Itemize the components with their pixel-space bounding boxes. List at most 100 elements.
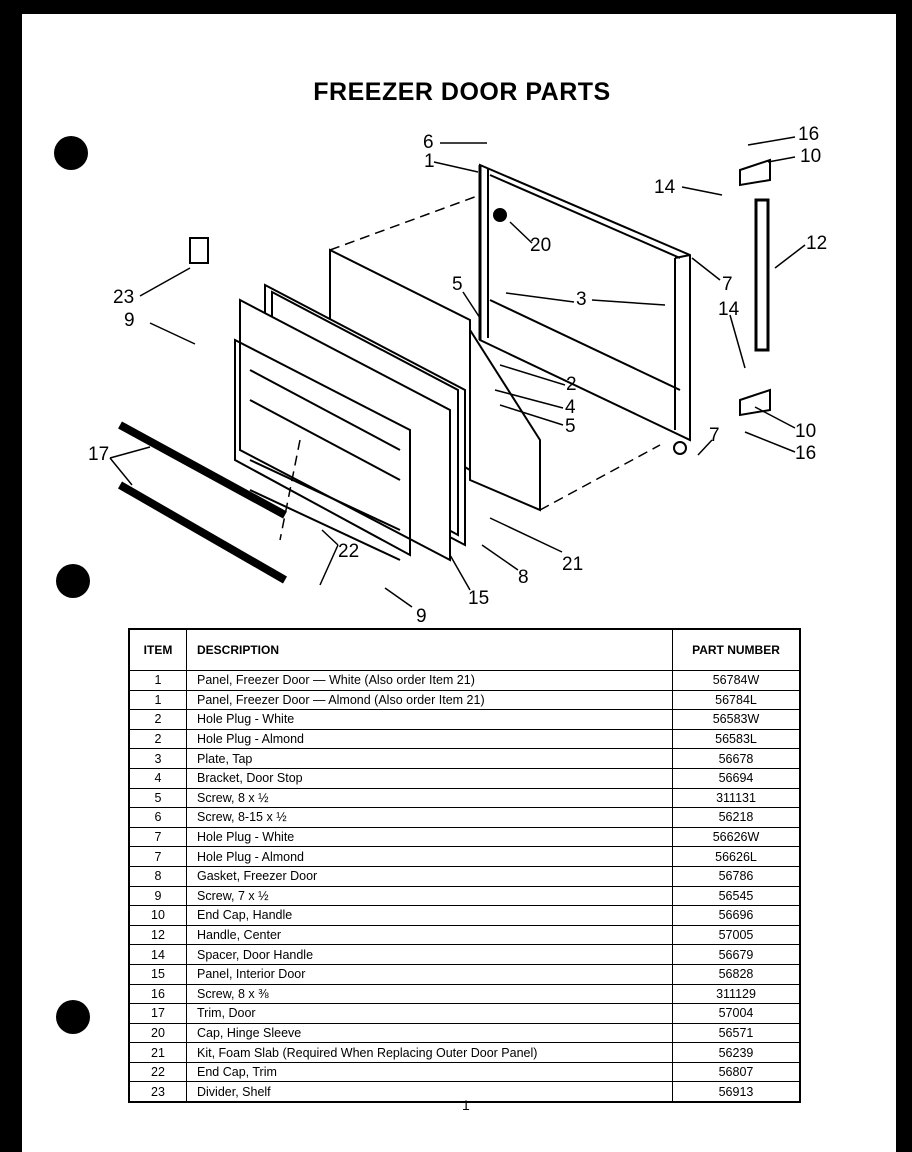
cell-description: Cap, Hinge Sleeve bbox=[186, 1022, 673, 1044]
cell-part-number: 56679 bbox=[672, 944, 801, 965]
cell-description: Hole Plug - Almond bbox=[186, 846, 673, 867]
handle bbox=[754, 198, 770, 352]
cell-part-number: 56626W bbox=[672, 826, 801, 848]
cell-description: Hole Plug - Almond bbox=[186, 728, 673, 750]
binder-hole-middle bbox=[56, 564, 90, 598]
cell-part-number: 56696 bbox=[672, 905, 801, 926]
callout-22: 22 bbox=[338, 541, 359, 562]
table-header-row: ITEM DESCRIPTION PART NUMBER bbox=[128, 628, 801, 671]
callout-16-top: 16 bbox=[798, 124, 819, 145]
interior-door-panel bbox=[234, 298, 451, 562]
cell-description: Bracket, Door Stop bbox=[186, 767, 673, 789]
callout-14-top: 14 bbox=[654, 177, 676, 198]
callout-23: 23 bbox=[113, 287, 134, 308]
cell-part-number: 56913 bbox=[672, 1081, 801, 1103]
cell-item: 2 bbox=[128, 728, 187, 750]
cell-item: 1 bbox=[128, 689, 187, 711]
cell-item: 3 bbox=[128, 748, 187, 769]
cell-part-number: 311129 bbox=[672, 983, 801, 1005]
cell-part-number: 56784W bbox=[672, 670, 801, 691]
column-header-description: DESCRIPTION bbox=[186, 628, 673, 671]
cell-part-number: 56784L bbox=[672, 689, 801, 711]
column-header-item: ITEM bbox=[128, 628, 187, 671]
cell-item: 1 bbox=[128, 670, 187, 691]
cell-description: Hole Plug - White bbox=[186, 709, 673, 730]
cell-part-number: 56786 bbox=[672, 865, 801, 887]
cell-description: Screw, 8 x ½ bbox=[186, 787, 673, 809]
cell-item: 21 bbox=[128, 1042, 187, 1063]
cell-description: Screw, 8-15 x ½ bbox=[186, 807, 673, 828]
callout-7-top: 7 bbox=[722, 274, 733, 295]
cell-description: End Cap, Trim bbox=[186, 1061, 673, 1083]
callout-3: 3 bbox=[576, 289, 587, 310]
cell-item: 7 bbox=[128, 826, 187, 848]
cell-description: Hole Plug - White bbox=[186, 826, 673, 848]
cell-item: 4 bbox=[128, 767, 187, 789]
callout-21: 21 bbox=[562, 554, 583, 575]
callout-9-left: 9 bbox=[124, 310, 135, 331]
cell-description: Kit, Foam Slab (Required When Replacing … bbox=[186, 1042, 673, 1063]
callout-14-bottom: 14 bbox=[718, 299, 740, 320]
cell-item: 14 bbox=[128, 944, 187, 965]
cell-item: 20 bbox=[128, 1022, 187, 1044]
cell-part-number: 56626L bbox=[672, 846, 801, 867]
cell-description: End Cap, Handle bbox=[186, 905, 673, 926]
callout-10-bottom: 10 bbox=[795, 421, 816, 442]
cell-part-number: 56583L bbox=[672, 728, 801, 750]
cell-item: 6 bbox=[128, 807, 187, 828]
cell-item: 17 bbox=[128, 1003, 187, 1024]
cell-description: Panel, Freezer Door — Almond (Also order… bbox=[186, 689, 673, 711]
cell-description: Spacer, Door Handle bbox=[186, 944, 673, 965]
cell-description: Panel, Freezer Door — White (Also order … bbox=[186, 670, 673, 691]
cell-description: Trim, Door bbox=[186, 1003, 673, 1024]
callout-17: 17 bbox=[88, 444, 109, 465]
cell-item: 5 bbox=[128, 787, 187, 809]
binder-hole-top bbox=[54, 136, 88, 170]
cell-item: 7 bbox=[128, 846, 187, 867]
cell-item: 16 bbox=[128, 983, 187, 1005]
cell-item: 22 bbox=[128, 1061, 187, 1083]
cell-description: Gasket, Freezer Door bbox=[186, 865, 673, 887]
exploded-parts-diagram: 6 1 16 10 14 20 12 23 9 5 3 7 14 2 4 5 7… bbox=[88, 124, 827, 627]
cell-description: Screw, 7 x ½ bbox=[186, 885, 673, 907]
callout-10-top: 10 bbox=[800, 146, 821, 167]
cell-description: Handle, Center bbox=[186, 924, 673, 946]
cell-part-number: 56807 bbox=[672, 1061, 801, 1083]
cell-part-number: 56239 bbox=[672, 1042, 801, 1063]
callout-15: 15 bbox=[468, 588, 489, 609]
callout-5-top: 5 bbox=[452, 274, 463, 295]
cell-item: 2 bbox=[128, 709, 187, 730]
cell-item: 15 bbox=[128, 963, 187, 985]
callout-12: 12 bbox=[806, 233, 827, 254]
cell-description: Plate, Tap bbox=[186, 748, 673, 769]
cell-part-number: 56571 bbox=[672, 1022, 801, 1044]
cell-item: 8 bbox=[128, 865, 187, 887]
cell-part-number: 56218 bbox=[672, 807, 801, 828]
callout-8: 8 bbox=[518, 567, 529, 588]
trim-lower bbox=[118, 481, 287, 584]
cell-part-number: 56545 bbox=[672, 885, 801, 907]
cell-item: 23 bbox=[128, 1081, 187, 1103]
cell-part-number: 56694 bbox=[672, 767, 801, 789]
cell-part-number: 56678 bbox=[672, 748, 801, 769]
cell-description: Screw, 8 x ⅜ bbox=[186, 983, 673, 1005]
trim-upper bbox=[118, 421, 287, 519]
callout-7-bottom: 7 bbox=[709, 425, 720, 446]
